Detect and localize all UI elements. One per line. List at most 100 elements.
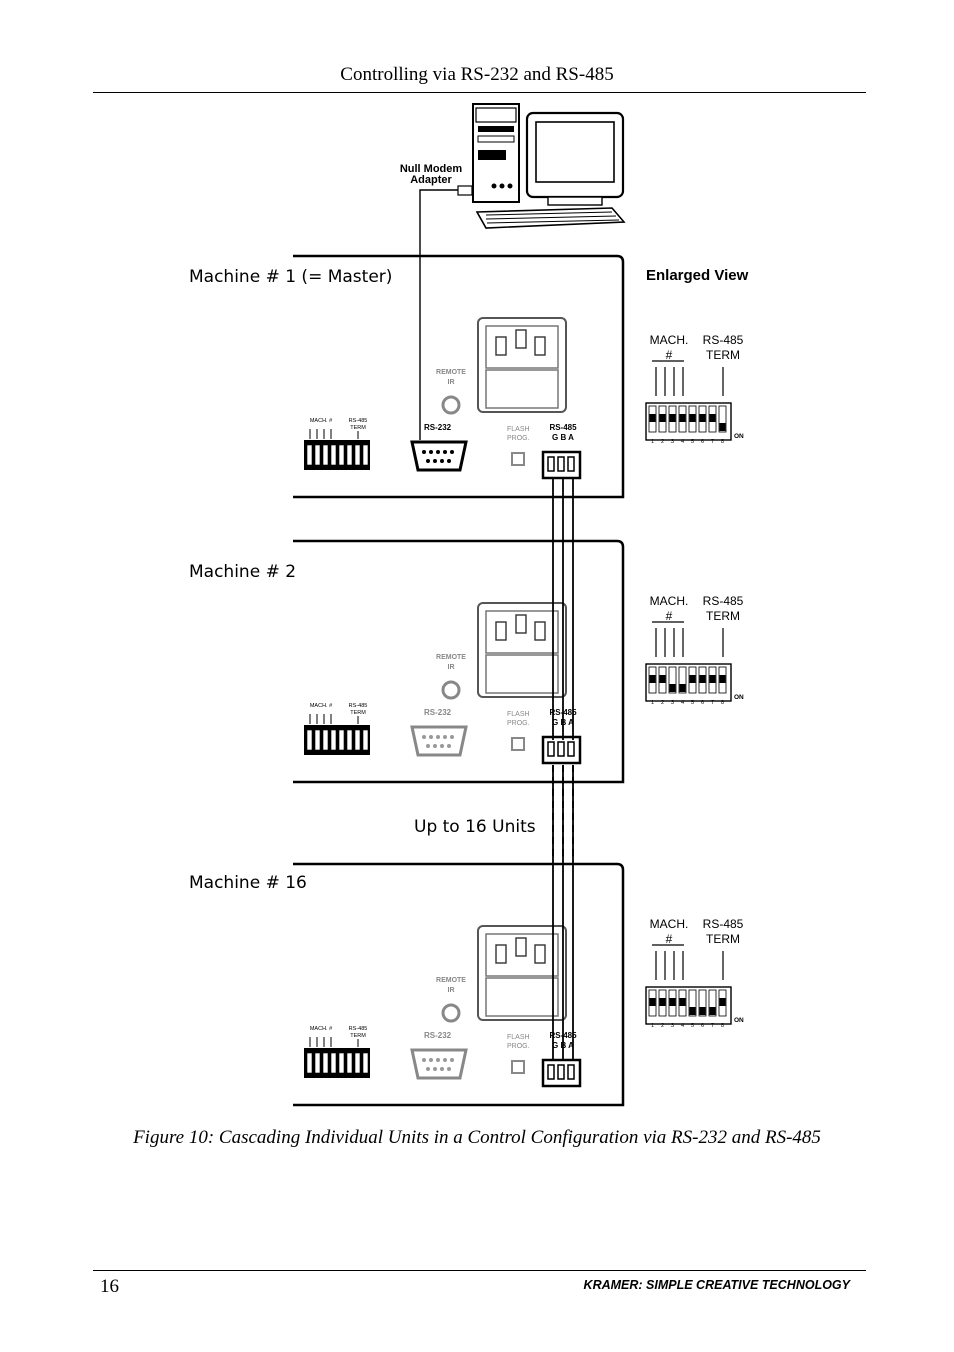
remote-label: REMOTE	[436, 654, 466, 661]
rs485-screw	[547, 741, 555, 757]
panel-dip-lever	[306, 729, 313, 751]
panel-dip-lever	[338, 729, 345, 751]
panel-dip-lever	[306, 444, 313, 466]
rs232-pin	[440, 744, 444, 748]
panel-dip-lever	[354, 444, 361, 466]
panel-mach-label: MACH. #	[310, 1026, 333, 1032]
rs232-pin	[422, 1058, 426, 1062]
enlarged-term-label-2: TERM	[706, 932, 740, 946]
panel-dip-lever	[354, 1052, 361, 1074]
fuse-holder	[485, 654, 559, 694]
enlarged-dip-lever	[708, 989, 717, 1017]
prog-label: PROG.	[507, 1043, 530, 1050]
rs232-pin	[443, 735, 447, 739]
enlarged-on-label: ON	[734, 433, 744, 440]
panel-mach-label: MACH. #	[310, 418, 333, 424]
panel-dip-lever	[330, 444, 337, 466]
rs232-pin	[429, 450, 433, 454]
panel-dip-lever	[362, 729, 369, 751]
enlarged-dip-knob	[719, 998, 726, 1006]
enlarged-dip-knob	[679, 684, 686, 692]
rs232-pin	[429, 735, 433, 739]
panel-term-label-2: TERM	[350, 1033, 366, 1039]
page-number: 16	[100, 1276, 119, 1297]
enlarged-switch-number: 5	[691, 1023, 694, 1029]
prog-label: PROG.	[507, 720, 530, 727]
enlarged-switch-number: 7	[711, 439, 714, 445]
enlarged-view-label: Enlarged View	[646, 267, 749, 284]
fuse-holder	[485, 369, 559, 409]
panel-dip-lever	[338, 444, 345, 466]
remote-label: REMOTE	[436, 977, 466, 984]
enlarged-switch-number: 8	[721, 439, 724, 445]
enlarged-term-label-1: RS-485	[703, 333, 744, 347]
rs232-label: RS-232	[424, 423, 452, 432]
enlarged-switch-number: 2	[661, 1023, 664, 1029]
enlarged-dip-knob	[709, 1007, 716, 1015]
enlarged-switch-number: 4	[681, 439, 684, 445]
panel-dip-lever	[330, 1052, 337, 1074]
panel-dip-lever	[314, 1052, 321, 1074]
panel-dip-lever	[354, 729, 361, 751]
null-modem-label-line2: Adapter	[410, 174, 452, 186]
rs485-screw	[567, 1064, 575, 1080]
panel-frame	[293, 254, 625, 499]
rs485-label: RS-485	[549, 423, 577, 432]
enlarged-dip-knob	[709, 414, 716, 422]
enlarged-dip-knob	[669, 998, 676, 1006]
rs232-pin	[422, 735, 426, 739]
enlarged-dip-knob	[699, 414, 706, 422]
panel-term-label-1: RS-485	[349, 1026, 368, 1032]
panel-term-label-1: RS-485	[349, 703, 368, 709]
rs232-pin	[436, 1058, 440, 1062]
panel-mach-label: MACH. #	[310, 703, 333, 709]
rs232-pin	[447, 744, 451, 748]
socket-pin	[534, 944, 546, 964]
enlarged-dip-lever	[718, 405, 727, 433]
enlarged-switch-number: 7	[711, 700, 714, 706]
footer-rule	[93, 1270, 866, 1271]
ir-label: IR	[448, 664, 455, 671]
enlarged-dip-knob	[719, 675, 726, 683]
enlarged-term-label-2: TERM	[706, 609, 740, 623]
enlarged-switch-number: 6	[701, 439, 704, 445]
socket-pin	[534, 336, 546, 356]
rs232-pin	[440, 1067, 444, 1071]
enlarged-dip-knob	[709, 675, 716, 683]
enlarged-dip-knob	[669, 414, 676, 422]
enlarged-mach-hash: #	[666, 348, 673, 362]
enlarged-dip-knob	[669, 684, 676, 692]
enlarged-dip-knob	[659, 675, 666, 683]
rs485-screw	[557, 741, 565, 757]
rs232-pin	[450, 450, 454, 454]
enlarged-switch-number: 3	[671, 439, 674, 445]
ir-label: IR	[448, 987, 455, 994]
null-modem-cable	[419, 185, 473, 440]
rs232-pin	[447, 459, 451, 463]
enlarged-dip-knob	[689, 1007, 696, 1015]
enlarged-switch-number: 4	[681, 1023, 684, 1029]
rs232-label: RS-232	[424, 1031, 452, 1040]
socket-pin	[515, 614, 527, 634]
flash-prog-button	[511, 1060, 525, 1074]
panel-dip-lever	[322, 1052, 329, 1074]
enlarged-switch-number: 3	[671, 1023, 674, 1029]
rs485-screw	[557, 1064, 565, 1080]
enlarged-switch-number: 5	[691, 439, 694, 445]
rs232-pin	[429, 1058, 433, 1062]
enlarged-dip-knob	[689, 675, 696, 683]
enlarged-term-label-1: RS-485	[703, 594, 744, 608]
enlarged-term-label-2: TERM	[706, 348, 740, 362]
enlarged-dip-knob	[649, 675, 656, 683]
panel-dip-lever	[346, 729, 353, 751]
gba-label: G B A	[552, 433, 574, 442]
flash-prog-button	[511, 452, 525, 466]
ir-label: IR	[448, 379, 455, 386]
flash-prog-button	[511, 737, 525, 751]
flash-label: FLASH	[507, 1034, 530, 1041]
